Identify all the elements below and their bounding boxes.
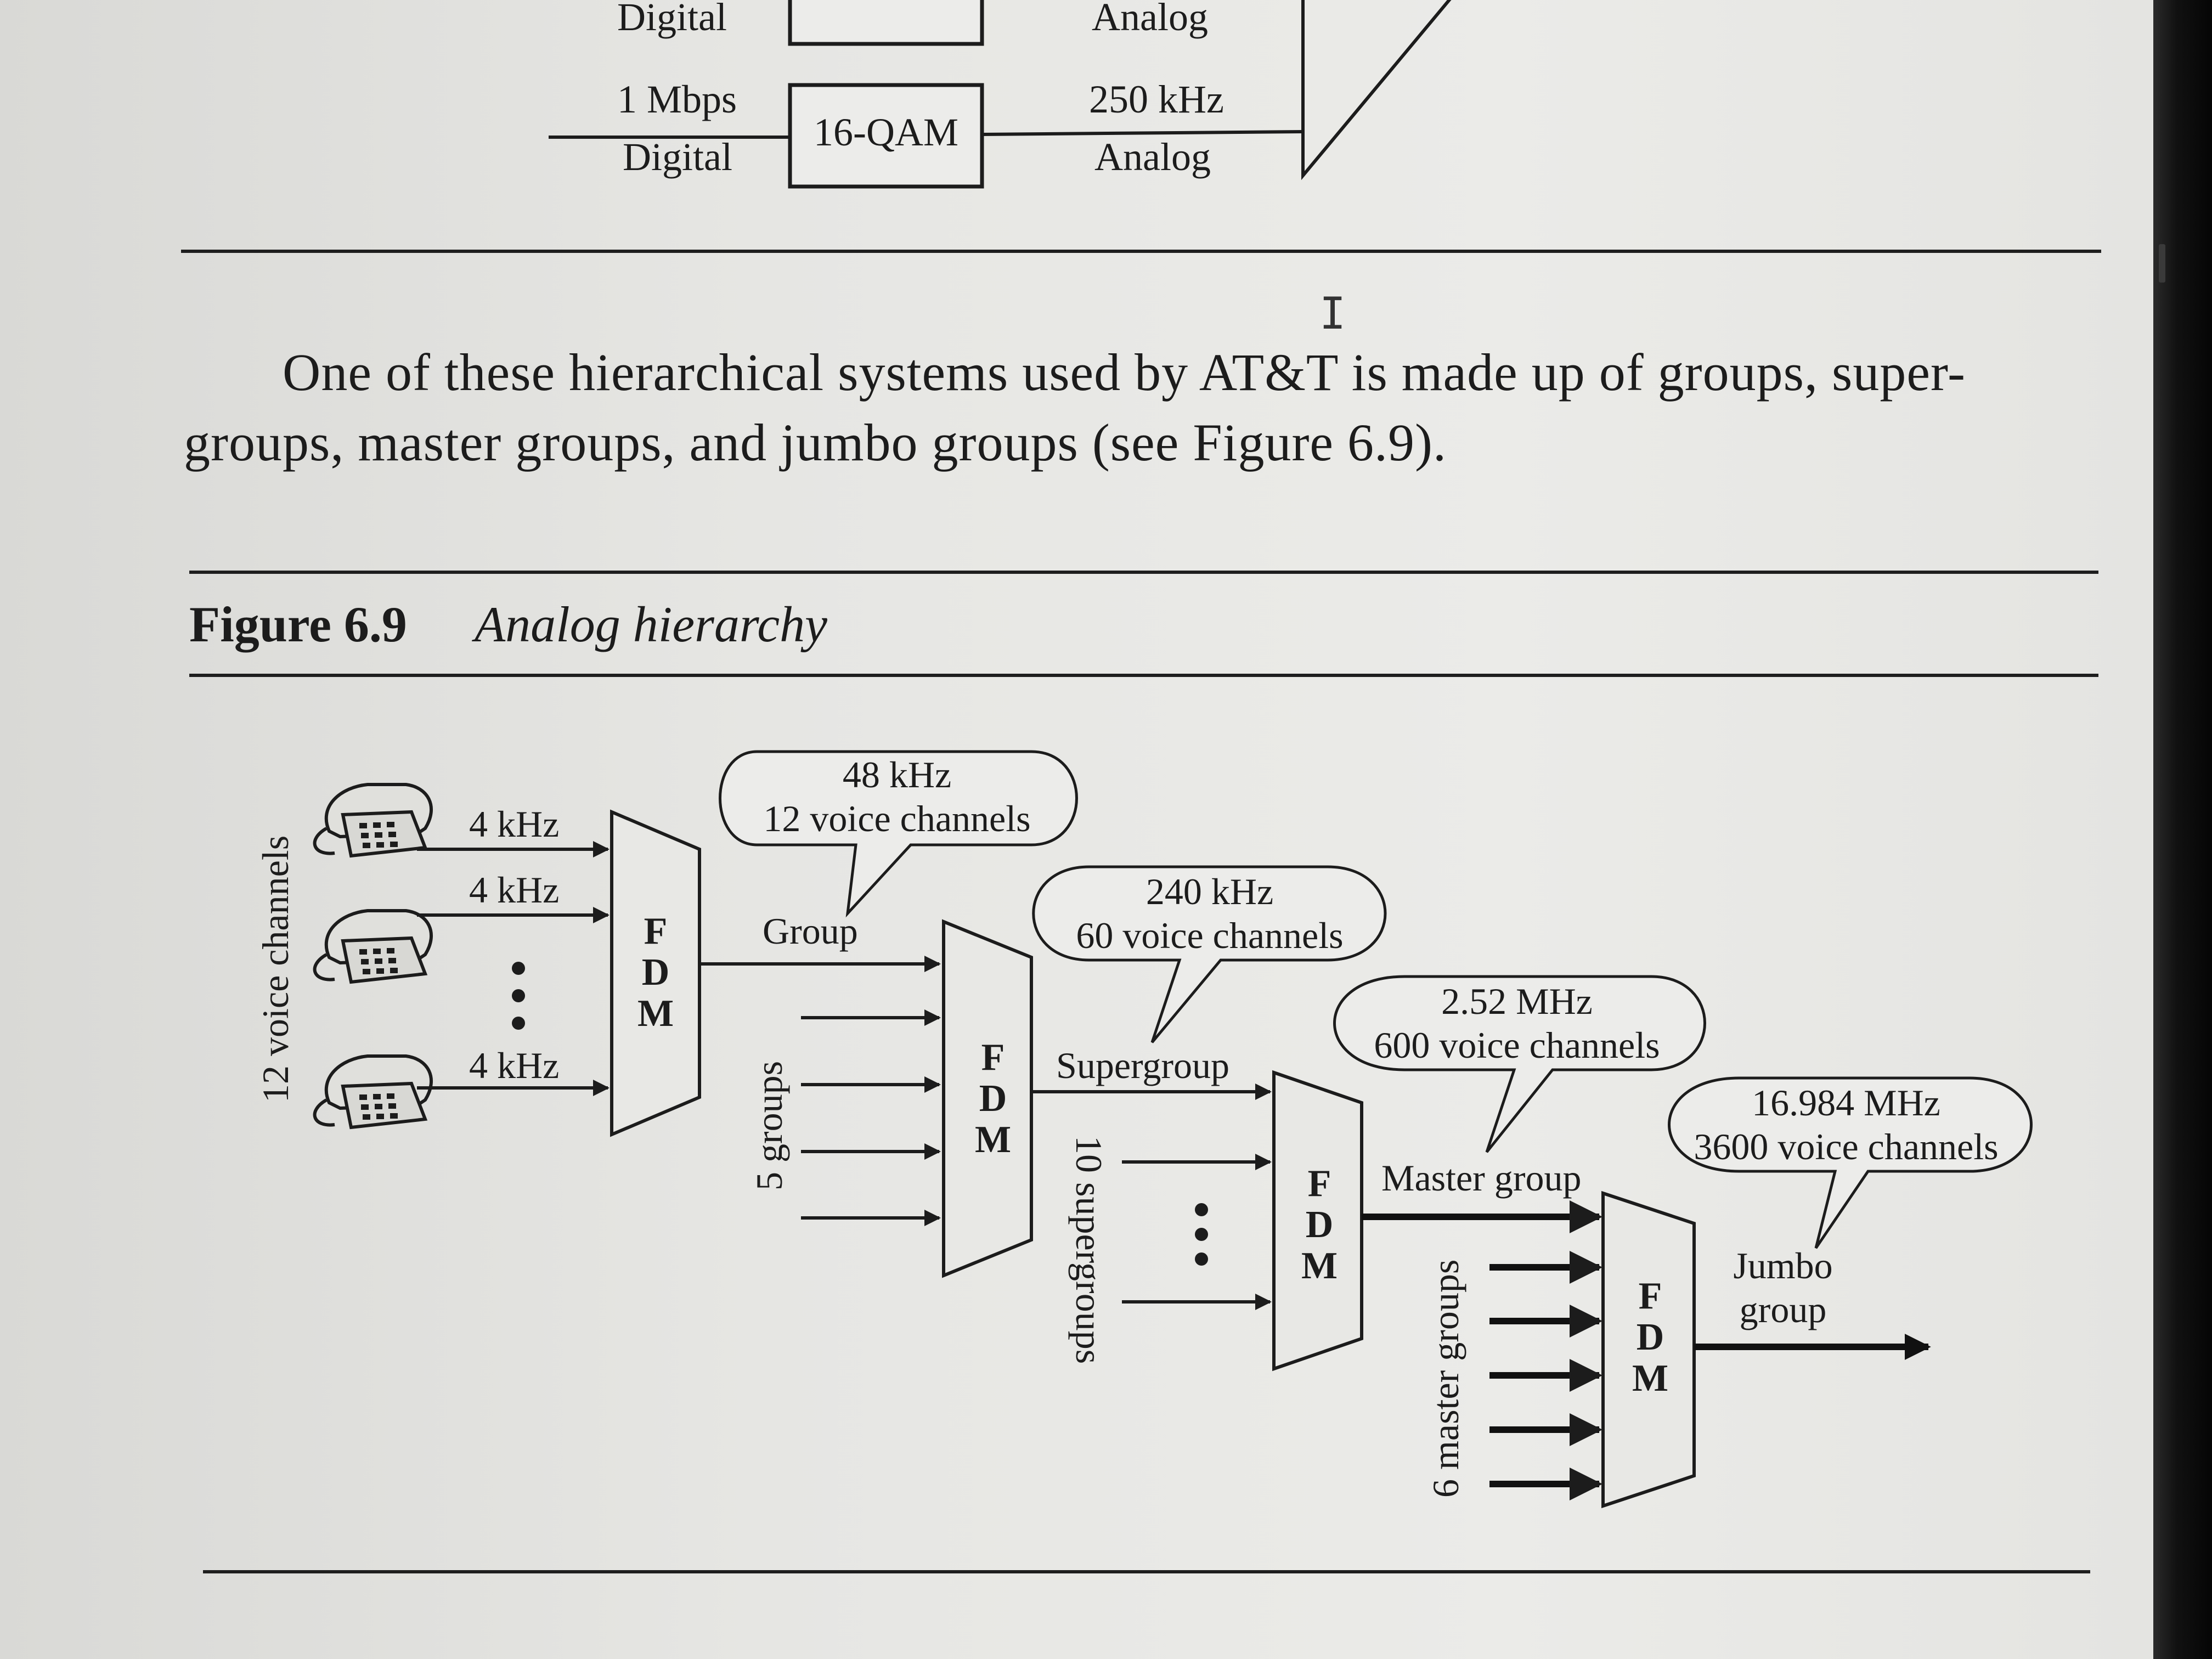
rule-bottom — [203, 1570, 2090, 1573]
fdm-letter: D — [1306, 1204, 1334, 1246]
group-bubble-channels: 12 voice channels — [763, 798, 1030, 839]
top-row2-right: Analog — [1094, 135, 1211, 179]
paragraph-line-1: One of these hierarchical systems used b… — [283, 343, 1966, 402]
figure-caption: Figure 6.9 Analog hierarchy — [189, 595, 827, 653]
fdm-letter: D — [642, 951, 670, 994]
fdm-letter: D — [979, 1077, 1007, 1120]
supergroup-bubble-channels: 60 voice channels — [1076, 915, 1343, 956]
fdm-letter: M — [975, 1119, 1011, 1161]
qam-box-top — [788, 0, 984, 46]
supergroups-count-label: 10 supergroups — [1068, 1136, 1110, 1364]
jumbo-label-line2: group — [1740, 1289, 1827, 1330]
fdm-letter: M — [1632, 1357, 1668, 1400]
fdm-mux-2 — [942, 919, 1033, 1278]
ellipsis-dots — [512, 962, 525, 1030]
supergroup-bubble-freq: 240 kHz — [1146, 871, 1273, 912]
top-combiner-shape — [1301, 0, 1452, 180]
fdm-letter: M — [1301, 1245, 1338, 1287]
body-paragraph: One of these hierarchical systems used b… — [184, 337, 2104, 478]
qam-label: 16-QAM — [814, 110, 958, 154]
fdm-letter: F — [1639, 1275, 1662, 1317]
fdm-letter: F — [981, 1036, 1005, 1079]
qam-box — [788, 83, 984, 189]
jumbo-label-line1: Jumbo — [1733, 1245, 1832, 1286]
master-bubble-channels: 600 voice channels — [1374, 1024, 1660, 1066]
top-row2-freq: 250 kHz — [1089, 77, 1224, 121]
paragraph-line-2: groups, master groups, and jumbo groups … — [184, 413, 1447, 472]
fdm-mux-4 — [1601, 1190, 1696, 1509]
fdm-letter: D — [1637, 1316, 1664, 1358]
group-bubble — [719, 750, 1078, 918]
supergroup-bubble — [1032, 865, 1387, 1043]
figure-number: Figure 6.9 — [189, 596, 407, 652]
master-count-label: 6 master groups — [1425, 1260, 1466, 1498]
text-cursor-icon: I — [1319, 288, 1346, 339]
fdm-letter: M — [637, 992, 674, 1035]
group-label: Group — [763, 910, 858, 952]
telephone-icon — [315, 785, 431, 856]
rule-caption-below — [189, 674, 2098, 677]
master-group-label: Master group — [1381, 1157, 1581, 1199]
telephone-icon — [315, 1056, 431, 1127]
input-freq-3: 4 kHz — [469, 1045, 559, 1086]
jumbo-bubble — [1668, 1076, 2033, 1249]
master-bubble-freq: 2.52 MHz — [1441, 980, 1593, 1022]
ellipsis-dots — [1195, 1203, 1208, 1266]
top-output-line — [981, 130, 1304, 136]
top-row1-left: Digital — [617, 0, 727, 39]
groups-count-label: 5 groups — [748, 1061, 790, 1190]
master-bubble — [1333, 975, 1706, 1153]
bezel-mark — [2159, 244, 2165, 283]
top-row2-rate: 1 Mbps — [617, 77, 737, 121]
jumbo-bubble-channels: 3600 voice channels — [1694, 1126, 1998, 1167]
fdm-letter: F — [644, 910, 668, 952]
top-row2-left: Digital — [623, 135, 732, 179]
rule-caption-above — [189, 571, 2098, 574]
rule-top — [181, 250, 2101, 253]
group-bubble-freq: 48 kHz — [843, 754, 951, 795]
fdm-letter: F — [1308, 1163, 1331, 1205]
fdm-mux-3 — [1272, 1070, 1363, 1372]
input-freq-2: 4 kHz — [469, 869, 559, 911]
telephone-icon — [315, 911, 431, 982]
voice-channels-label: 12 voice channels — [255, 836, 296, 1103]
top-row1-right: Analog — [1092, 0, 1208, 39]
top-modulation-figure: Digital Analog 1 Mbps Digital 16-QAM 250… — [549, 0, 1452, 189]
figure-title: Analog hierarchy — [474, 596, 827, 652]
jumbo-bubble-freq: 16.984 MHz — [1752, 1082, 1940, 1124]
fdm-mux-1 — [610, 809, 701, 1137]
supergroup-label: Supergroup — [1056, 1045, 1229, 1086]
input-freq-1: 4 kHz — [469, 803, 559, 845]
